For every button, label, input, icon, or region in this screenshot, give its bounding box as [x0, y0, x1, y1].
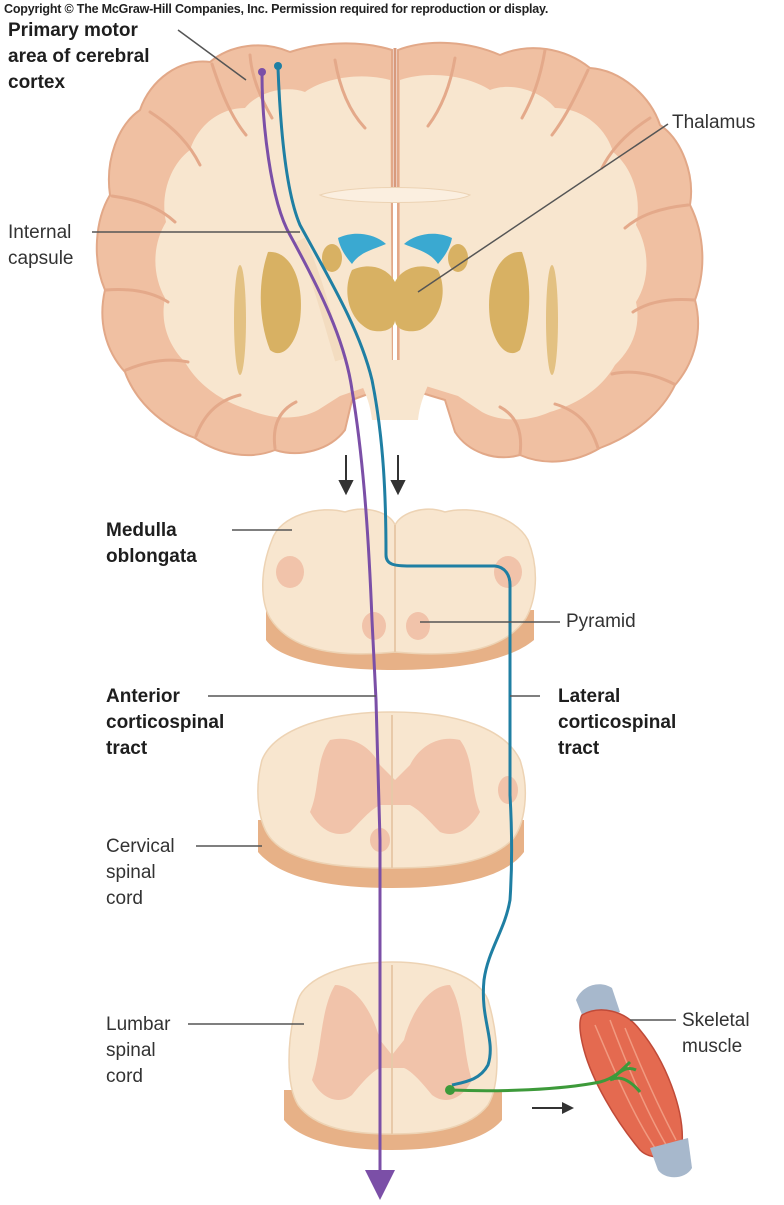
- label-medulla-oblongata: Medulla oblongata: [106, 518, 197, 570]
- cervical-lateral-tract-area: [498, 776, 518, 804]
- label-line: cord: [106, 1066, 143, 1087]
- label-line: corticospinal: [106, 712, 225, 733]
- brain-section: [95, 41, 704, 463]
- label-line: Skeletal: [682, 1010, 750, 1031]
- putamen-right: [489, 251, 530, 354]
- corpus-callosum: [318, 187, 472, 203]
- label-line: Lumbar: [106, 1014, 171, 1035]
- lumbar-cord-section: [284, 961, 502, 1150]
- pyramid-left: [362, 612, 386, 640]
- label-lateral-corticospinal-tract: Lateral corticospinal tract: [558, 684, 676, 762]
- lumbar-gray-matter: [312, 985, 472, 1100]
- label-line: muscle: [682, 1036, 743, 1057]
- leader-thalamus: [417, 123, 669, 293]
- skeletal-muscle: [576, 984, 692, 1178]
- medulla-nucleus-right: [494, 556, 522, 588]
- lateral-ventricle-left: [338, 233, 386, 264]
- label-internal-capsule: Internal capsule: [8, 220, 74, 272]
- leader-primary-motor: [177, 29, 247, 81]
- leader-lines: [92, 29, 676, 1025]
- label-line: cortex: [8, 72, 66, 93]
- lateral-corticospinal-tract-line: [276, 67, 513, 1087]
- label-line: cord: [106, 888, 143, 909]
- deep-nuclei: [234, 244, 558, 375]
- thalamus-shape: [347, 266, 443, 332]
- lateral-tract-origin: [274, 62, 282, 70]
- label-line: capsule: [8, 248, 74, 269]
- medulla-oblongata-section: [262, 508, 537, 670]
- brainstem-connector: [350, 360, 440, 420]
- brain-white-matter-right: [400, 75, 647, 420]
- anterior-tract-origin: [258, 68, 266, 76]
- copyright-notice: Copyright © The McGraw-Hill Companies, I…: [4, 2, 549, 16]
- medulla-nucleus-left: [276, 556, 304, 588]
- label-line: Medulla: [106, 520, 177, 541]
- label-lumbar-spinal-cord: Lumbar spinal cord: [106, 1012, 170, 1090]
- pyramid-right: [406, 612, 430, 640]
- label-line: tract: [558, 738, 600, 759]
- label-anterior-corticospinal-tract: Anterior corticospinal tract: [106, 684, 224, 762]
- brain-sulci: [104, 48, 696, 456]
- anterior-corticospinal-tract-line: [260, 73, 395, 1200]
- lower-motor-neuron-line: [449, 1060, 642, 1093]
- muscle-tendon-bottom: [650, 1138, 692, 1178]
- label-pyramid: Pyramid: [566, 611, 636, 632]
- label-line: corticospinal: [558, 712, 677, 733]
- label-line: oblongata: [106, 546, 197, 567]
- label-line: Internal: [8, 222, 72, 243]
- label-skeletal-muscle: Skeletal muscle: [682, 1008, 750, 1060]
- label-line: Primary motor: [8, 20, 138, 41]
- label-cervical-spinal-cord: Cervical spinal cord: [106, 834, 175, 912]
- lateral-ventricle-right: [404, 233, 452, 264]
- label-line: Anterior: [106, 686, 180, 707]
- label-primary-motor-area: Primary motor area of cerebral cortex: [8, 18, 150, 96]
- label-line: tract: [106, 738, 148, 759]
- label-line: area of cerebral: [8, 46, 150, 67]
- putamen-left: [260, 251, 301, 354]
- label-line: Lateral: [558, 686, 621, 707]
- cervical-cord-section: [257, 711, 526, 888]
- label-line: Cervical: [106, 836, 175, 857]
- label-line: spinal: [106, 1040, 156, 1061]
- label-thalamus: Thalamus: [672, 112, 756, 133]
- lower-motor-neuron-body: [445, 1085, 455, 1095]
- medulla-top: [262, 508, 537, 655]
- descending-arrows: [338, 455, 406, 496]
- cervical-gray-matter: [310, 738, 480, 834]
- label-line: spinal: [106, 862, 156, 883]
